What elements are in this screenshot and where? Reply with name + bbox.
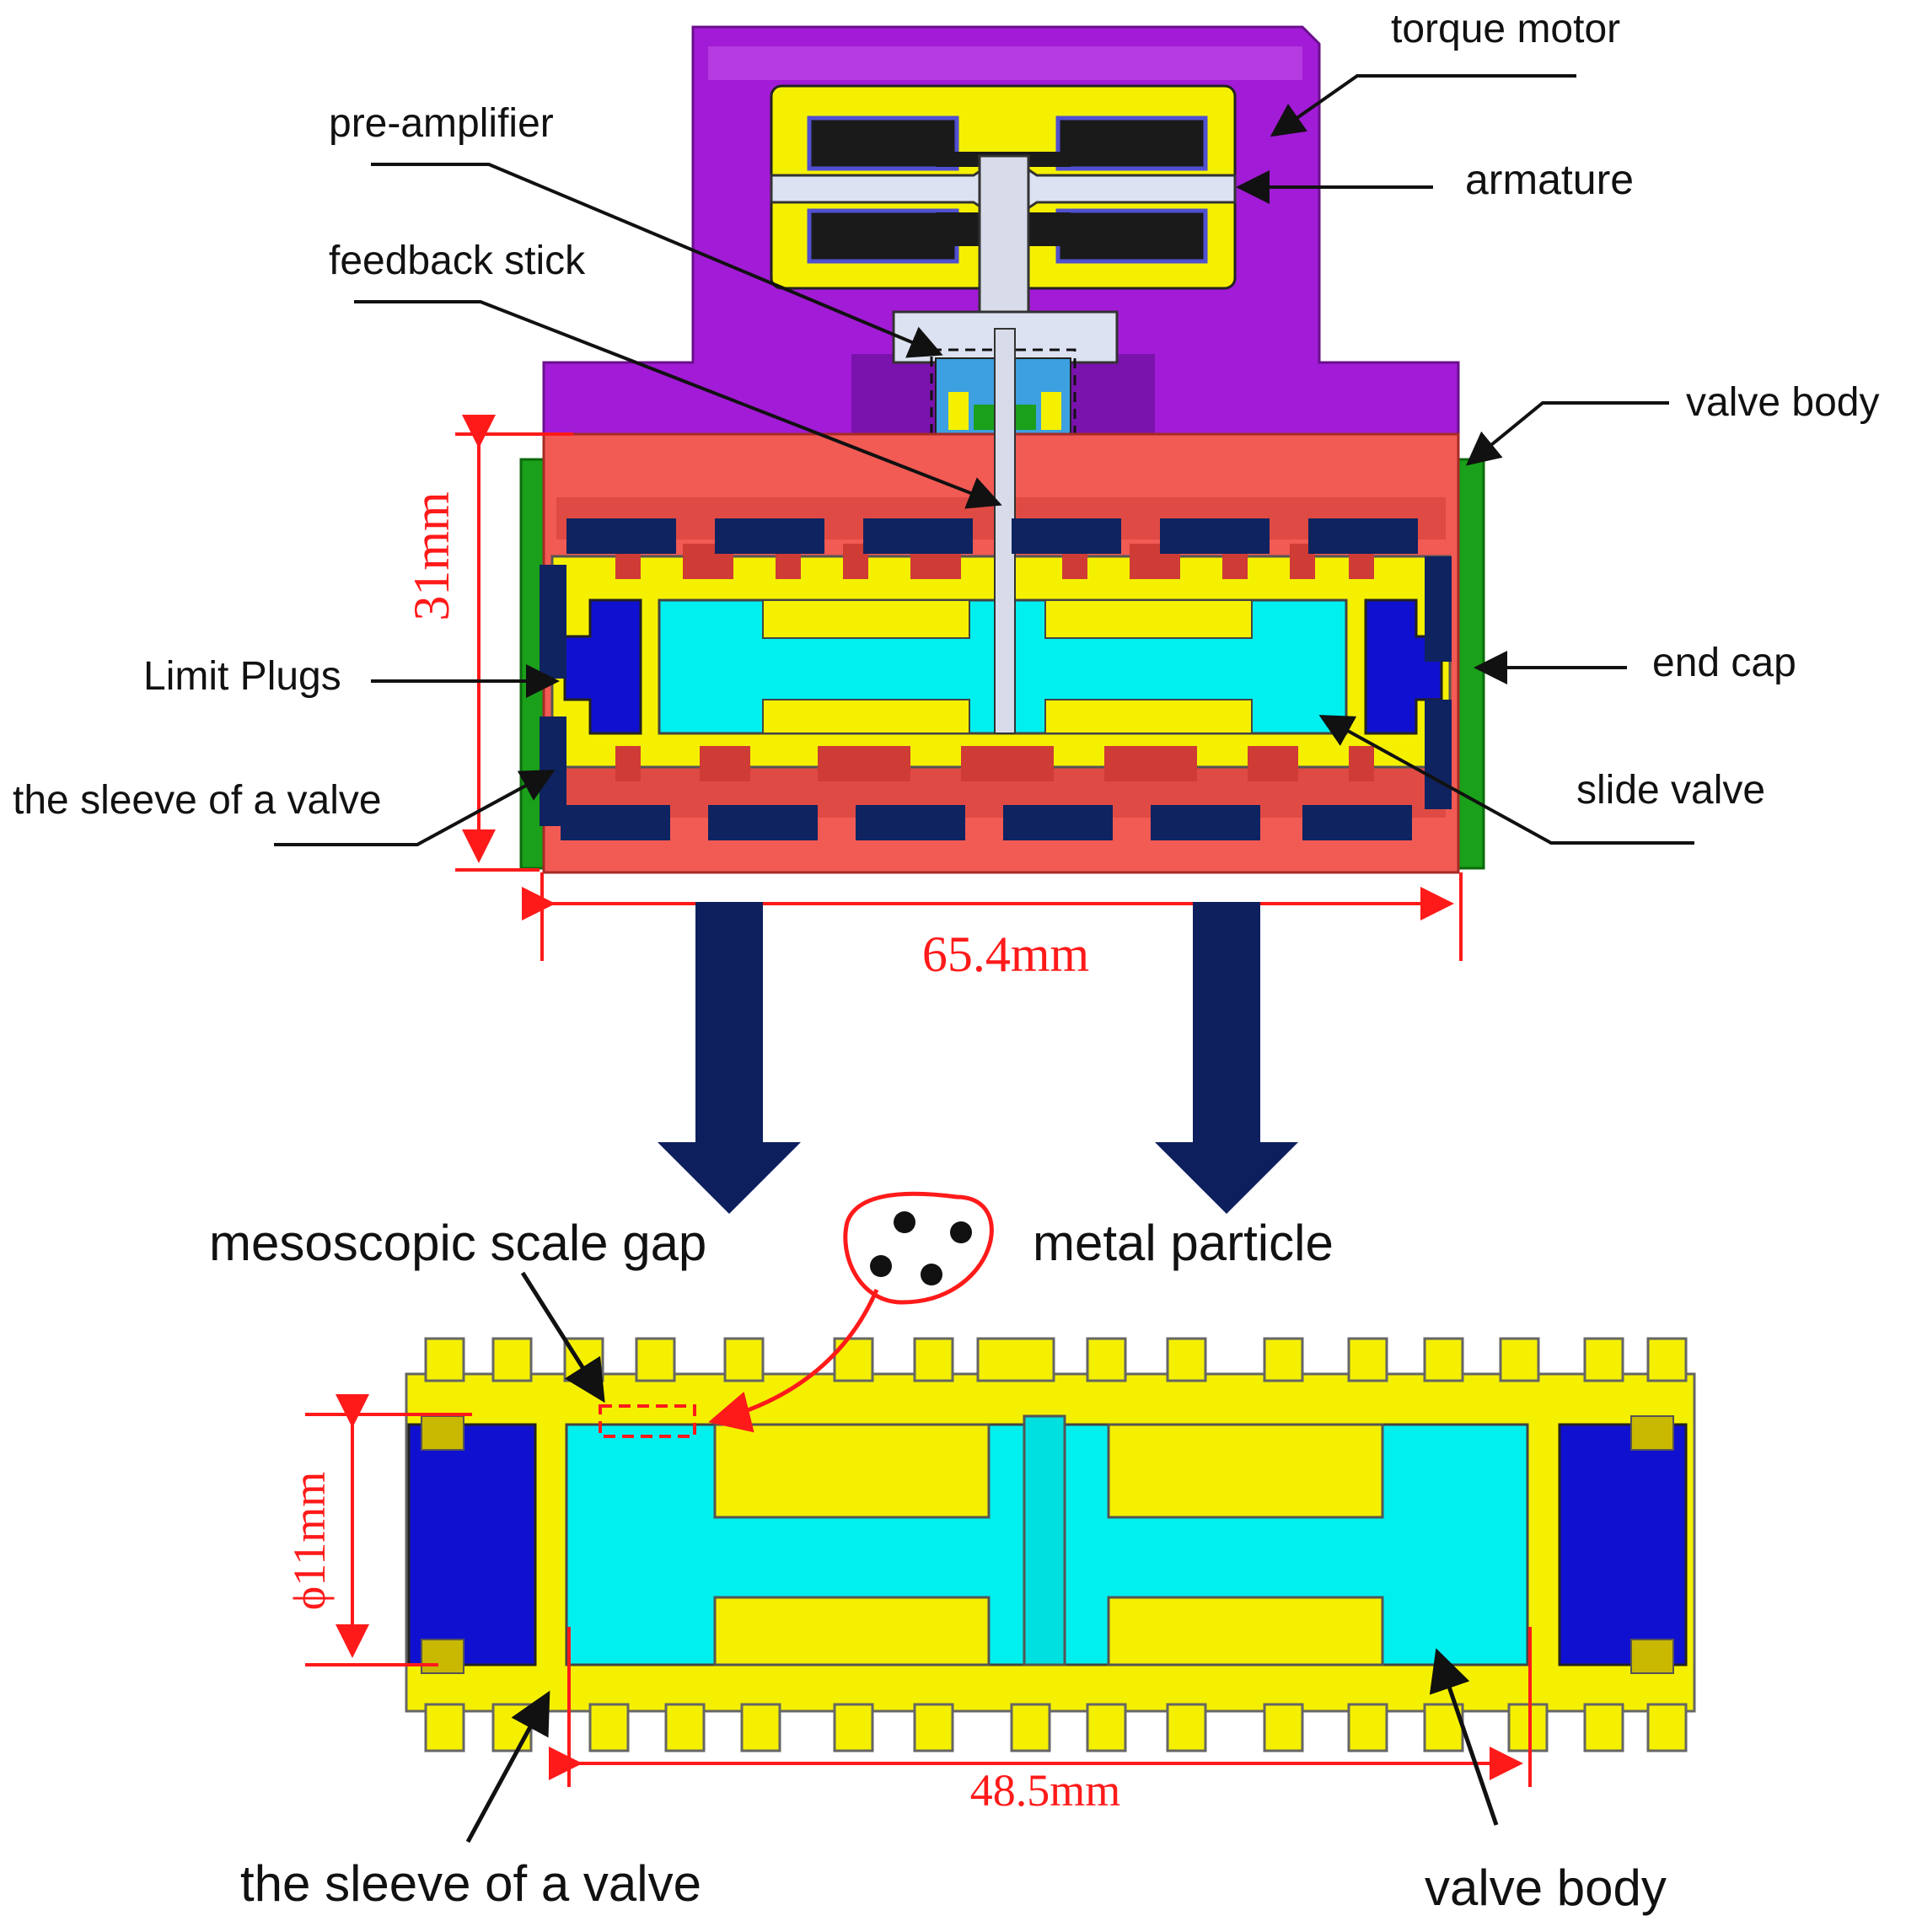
bottom-assembly: ϕ11mm 48.5mm [284, 1191, 1696, 1816]
mesoscopic-gap-marker [599, 1404, 696, 1438]
label-armature: armature [1465, 156, 1634, 203]
label-sleeve-bottom: the sleeve of a valve [240, 1855, 701, 1912]
leader-lines-top [274, 74, 1694, 846]
dimension-width-top-label: 65.4mm [922, 926, 1089, 982]
label-sleeve-top: the sleeve of a valve [13, 778, 382, 823]
end-cap-right [1457, 458, 1485, 870]
label-torque-motor: torque motor [1391, 7, 1620, 51]
dimension-diameter-bottom-label: ϕ11mm [284, 1472, 335, 1610]
label-pre-amplifier: pre-amplifier [329, 101, 554, 146]
label-mesoscopic-gap: mesoscopic scale gap [209, 1215, 706, 1271]
label-valve-body-top: valve body [1686, 380, 1879, 425]
dimension-diameter-bottom [305, 1394, 472, 1666]
torque-motor-core [770, 84, 1237, 436]
dimension-height-top [455, 415, 573, 872]
label-end-cap: end cap [1652, 641, 1796, 685]
label-slide-valve: slide valve [1576, 768, 1765, 813]
leader-lines-bottom [465, 1271, 1499, 1843]
limit-plug-bottom-right [1558, 1423, 1688, 1666]
dimension-height-top-label: 31mm [404, 491, 459, 620]
label-metal-particle: metal particle [1033, 1215, 1334, 1271]
dimension-width-bottom [549, 1627, 1532, 1787]
seal-blocks-top [540, 518, 1452, 840]
label-valve-body-bottom: valve body [1425, 1860, 1667, 1916]
limit-plug-bottom-left [407, 1423, 537, 1666]
label-limit-plugs: Limit Plugs [143, 654, 341, 699]
label-feedback-stick: feedback stick [329, 239, 586, 283]
limit-plug-left [563, 598, 642, 735]
transition-arrows [658, 902, 1298, 1214]
top-assembly: 31mm 65.4mm [404, 25, 1485, 982]
slide-valve-spool-bottom [565, 1414, 1529, 1666]
metal-particle-callout [708, 1191, 994, 1433]
dimension-width-bottom-label: 48.5mm [970, 1765, 1121, 1816]
